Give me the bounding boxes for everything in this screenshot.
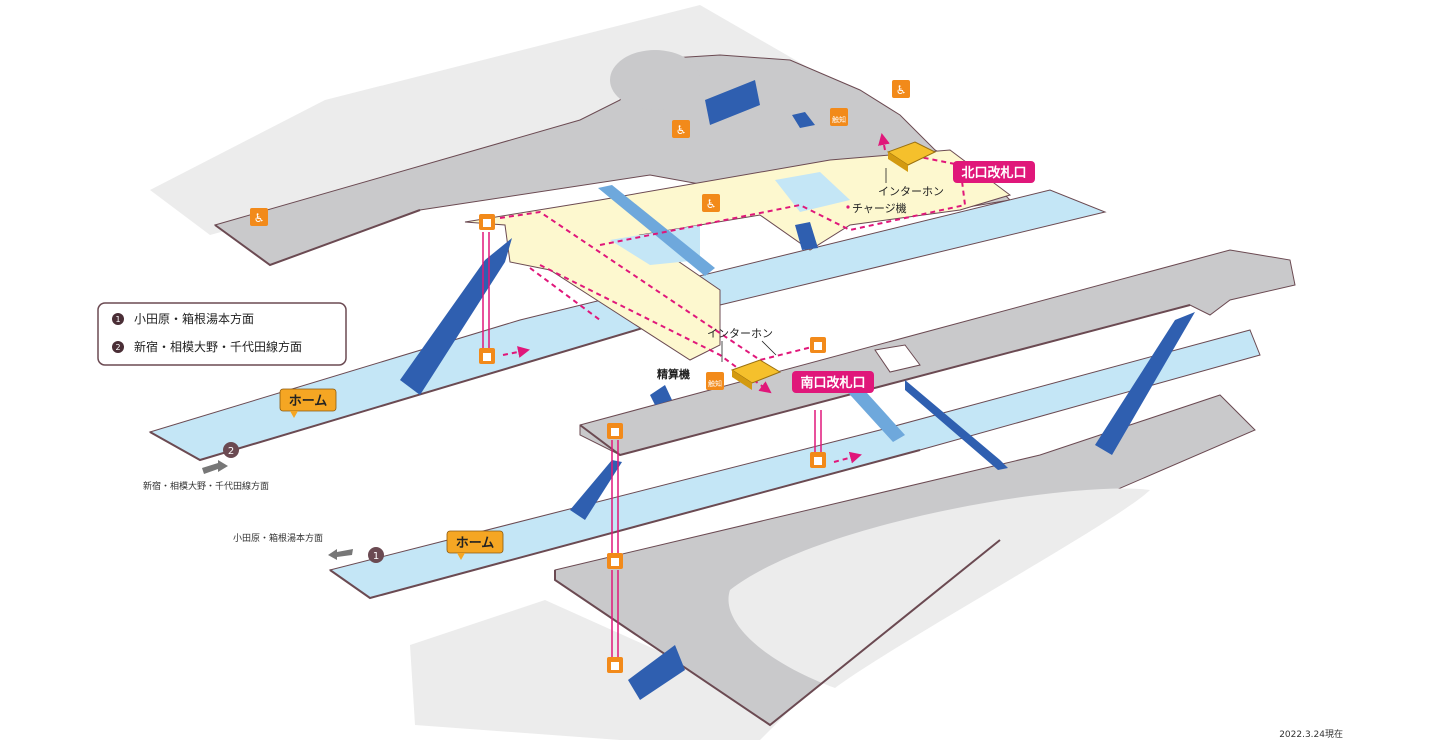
legend-item-1-label: 小田原・箱根湯本方面 (134, 311, 254, 326)
as-of-date: 2022.3.24現在 (1279, 728, 1343, 740)
lower-platform (328, 329, 1261, 600)
south-gate-label: 南口改札口 (792, 371, 874, 393)
accessible-toilet-icon: ♿ (892, 80, 910, 98)
track-2-number: 2 (228, 446, 234, 457)
barrier-free-routes (499, 133, 967, 464)
elevator-icon (607, 657, 623, 673)
elevator-icon (607, 423, 623, 439)
lower-platform-label: ホーム (446, 530, 504, 560)
legend-item-2-label: 新宿・相模大野・千代田線方面 (134, 339, 302, 354)
legend-box: 1 小田原・箱根湯本方面 2 新宿・相模大野・千代田線方面 (97, 302, 347, 366)
north-gate-label: 北口改札口 (953, 161, 1035, 183)
north-ticket-gates (886, 141, 937, 172)
charge-machine-label: チャージ機 (852, 201, 907, 215)
accessible-toilet-icon: ♿ (672, 120, 690, 138)
fare-adjust-label: 精算機 (657, 367, 690, 381)
south-ticket-gates (730, 359, 782, 390)
svg-text:♿: ♿ (676, 123, 687, 137)
tactile-map-icon: 触知 (706, 372, 724, 390)
legend-item-2: 2 新宿・相模大野・千代田線方面 (112, 339, 302, 354)
tactile-label: 触知 (832, 115, 846, 124)
direction-odawara-label: 小田原・箱根湯本方面 (233, 532, 323, 544)
south-concourse-slab (579, 249, 1296, 457)
intercom-north-label: インターホン (878, 185, 944, 198)
concourse-level (464, 149, 1012, 361)
lower-platform-text: ホーム (456, 536, 495, 551)
south-gate-text: 南口改札口 (800, 375, 865, 391)
tactile-label: 触知 (708, 379, 722, 388)
upper-platform-text: ホーム (289, 394, 328, 409)
elevator-shafts (482, 232, 822, 660)
north-gate-text: 北口改札口 (961, 165, 1026, 181)
legend-item-1-number: 1 (115, 315, 120, 324)
direction-track-2: 2 新宿・相模大野・千代田線方面 (143, 442, 269, 492)
elevator-icon (479, 348, 495, 364)
upper-platform-label: ホーム (279, 388, 337, 418)
tactile-map-icon: 触知 (830, 108, 848, 126)
svg-text:♿: ♿ (706, 197, 717, 211)
legend-item-1: 1 小田原・箱根湯本方面 (112, 311, 254, 326)
accessible-toilet-icon: ♿ (250, 208, 268, 226)
legend-item-2-number: 2 (115, 343, 120, 352)
intercom-south-label: インターホン (707, 327, 773, 340)
upper-platform (148, 189, 1107, 462)
direction-shinjuku-label: 新宿・相模大野・千代田線方面 (143, 480, 269, 492)
elevator-icon (810, 452, 826, 468)
svg-text:♿: ♿ (896, 83, 907, 97)
elevator-icon (810, 337, 826, 353)
direction-track-1: 1 小田原・箱根湯本方面 (233, 532, 384, 563)
svg-text:♿: ♿ (254, 211, 265, 225)
accessible-toilet-icon: ♿ (702, 194, 720, 212)
south-ground-level (554, 394, 1256, 727)
elevator-icon (479, 214, 495, 230)
north-ground-level (213, 50, 1012, 267)
track-1-number: 1 (373, 551, 379, 562)
elevator-icon (607, 553, 623, 569)
